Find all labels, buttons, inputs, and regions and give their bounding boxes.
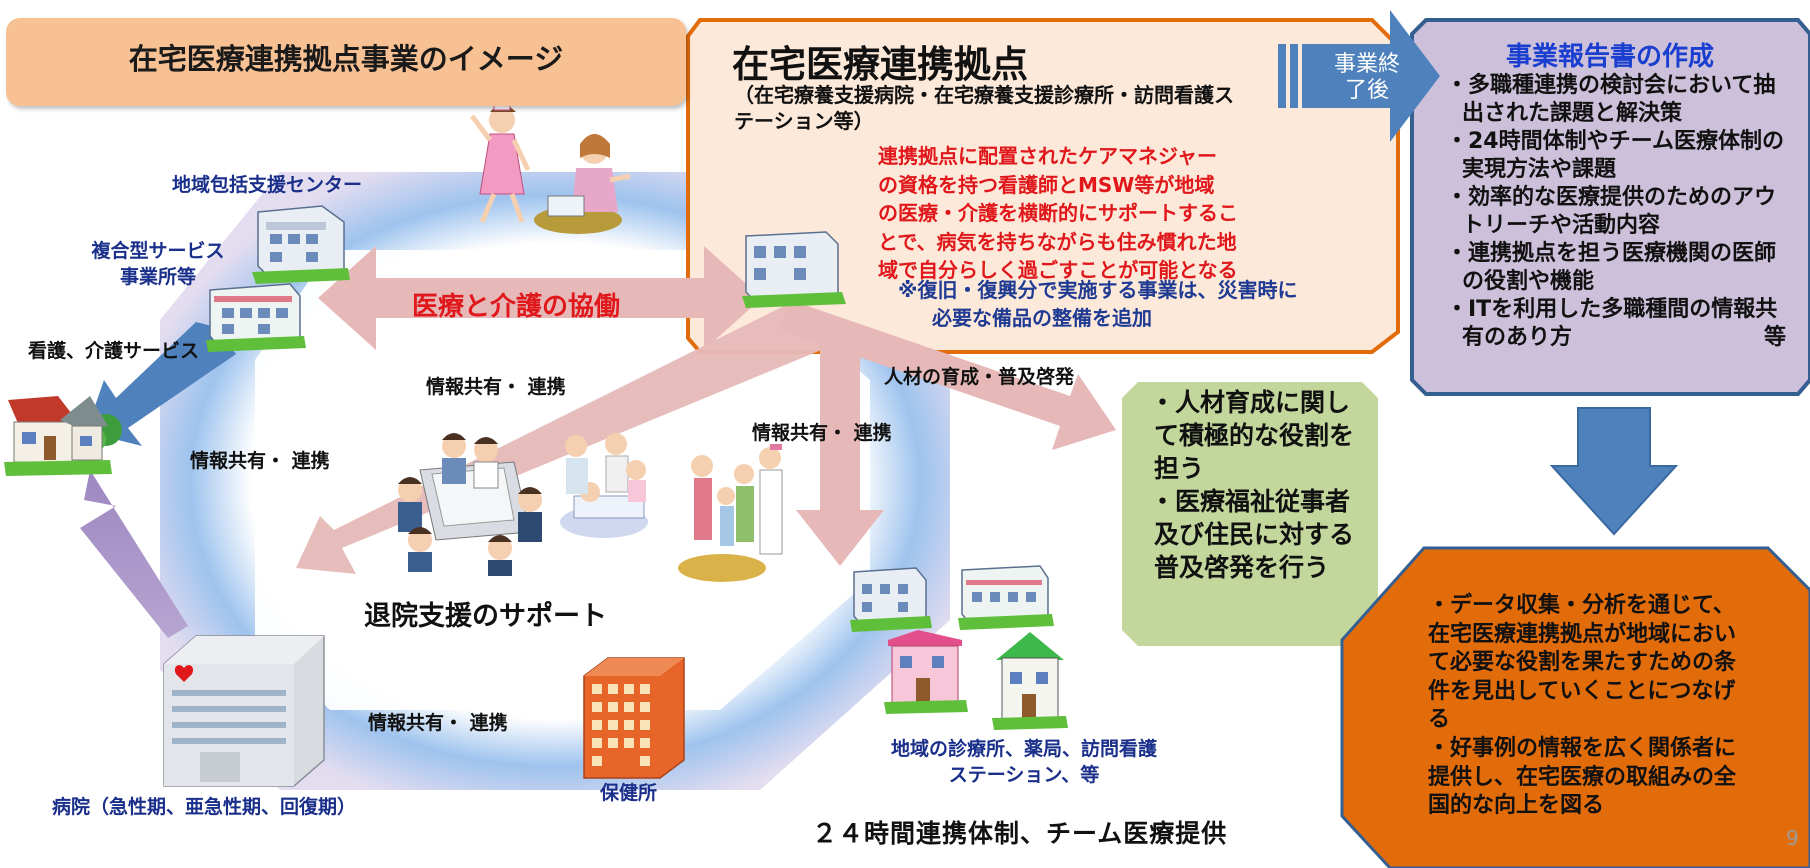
hub-box	[686, 18, 1400, 354]
info-share-left-label: 情報共有・ 連携	[190, 450, 330, 472]
training-item: ・医療福祉従事者及び住民に対する普及啓発を行う	[1150, 487, 1355, 582]
hub-note: ※復旧・復興分で実施する事業は、災害時に 必要な備品の整備を追加	[898, 276, 1358, 332]
hub-subtitle: （在宅療養支援病院・在宅療養支援診療所・訪問看護ス テーション等）	[734, 82, 1274, 134]
hub-description-line: とで、病気を持ちながらも住み慣れた地	[878, 229, 1237, 254]
local-clinics-line: 地域の診療所、薬局、訪問看護	[890, 738, 1157, 760]
hospital-building	[163, 635, 325, 787]
health-center-label: 保健所	[600, 782, 658, 804]
training-label: 人材の育成・普及啓発	[884, 366, 1075, 388]
local-clinics-label: 地域の診療所、薬局、訪問看護 ステーション、等	[864, 736, 1184, 788]
nurse-figure	[470, 103, 531, 223]
outcome-item: ・好事例の情報を広く関係者に提供し、在宅医療の取組みの全国的な向上を図る	[1428, 735, 1737, 819]
community-center-label: 地域包括支援センター	[172, 174, 363, 196]
health-center-building	[583, 657, 685, 779]
community-center-building	[252, 205, 350, 284]
report-box	[1410, 18, 1810, 396]
hub-subtitle-line: テーション等）	[734, 109, 874, 133]
down-arrow	[1549, 407, 1679, 536]
complex-service-building	[206, 283, 306, 352]
hub-note-line: 必要な備品の整備を追加	[932, 306, 1152, 330]
after-project-line: 了後	[1344, 78, 1389, 103]
bottom-caption: ２４時間連携体制、チーム医療提供	[812, 819, 1228, 848]
nursing-arrow	[86, 322, 236, 446]
page-title: 在宅医療連携拠点事業のイメージ	[128, 42, 564, 76]
hub-description-line: の医療・介護を横断的にサポートするこ	[878, 201, 1238, 225]
discharge-support-label: 退院支援のサポート	[364, 601, 607, 632]
outcome-list: ・データ収集・分析を通じて、在宅医療連携拠点が地域において必要な役割を果たすため…	[1428, 592, 1748, 821]
family-doctor-figure	[678, 444, 783, 582]
hub-note-line: ※復旧・復興分で実施する事業は、災害時に	[898, 278, 1298, 302]
info-arrow-down	[796, 330, 884, 566]
page-number: 9	[1786, 826, 1799, 850]
training-box	[1122, 382, 1378, 646]
collaboration-label: 医療と介護の協働	[412, 292, 621, 322]
office-worker-figure	[534, 134, 631, 234]
hub-description-line: 域で自分らしく過ごすことが可能となる	[878, 258, 1238, 282]
info-share-right-label: 情報共有・ 連携	[752, 422, 892, 444]
info-share-bottom-label: 情報共有・ 連携	[368, 712, 508, 734]
report-item: ・効率的な医療提供のためのアウトリーチや活動内容	[1446, 185, 1777, 238]
hospital-label: 病院（急性期、亜急性期、回復期）	[52, 796, 357, 818]
report-item: ・ITを利用した多職種間の情報共有のあり方	[1446, 297, 1778, 350]
after-project-line: 事業終	[1333, 52, 1400, 77]
training-arrow	[780, 300, 1116, 450]
after-project-arrow	[1278, 10, 1440, 142]
after-project-label: 事業終 了後	[1312, 52, 1422, 104]
discharge-arrow	[80, 470, 188, 638]
report-item: ・連携拠点を担う医療機関の医師の役割や機能	[1446, 241, 1777, 294]
hub-description-line: の資格を持つ看護師とMSW等が地域	[878, 172, 1215, 197]
info-share-upper-label: 情報共有・ 連携	[426, 376, 566, 398]
meeting-group-figure	[398, 433, 542, 576]
report-tail: 等	[1763, 325, 1786, 350]
complex-service-label: 複合型サービス 事業所等	[88, 238, 228, 290]
report-item: ・多職種連携の検討会において抽出された課題と解決策	[1446, 73, 1776, 126]
complex-service-line: 事業所等	[119, 266, 196, 288]
local-clinics-line: ステーション、等	[948, 764, 1100, 786]
training-list: ・人材育成に関して積極的な役割を担う ・医療福祉従事者及び住民に対する普及啓発を…	[1150, 386, 1360, 584]
report-title: 事業報告書の作成	[1505, 42, 1714, 72]
report-item: ・24時間体制やチーム医療体制の実現方法や課題	[1446, 129, 1784, 182]
hub-subtitle-line: （在宅療養支援病院・在宅療養支援診療所・訪問看護ス	[734, 83, 1234, 107]
title-box	[6, 18, 686, 106]
outcome-box	[1340, 546, 1810, 868]
training-item: ・人材育成に関して積極的な役割を担う	[1150, 388, 1355, 483]
hub-title: 在宅医療連携拠点	[732, 43, 1028, 86]
complex-service-line: 複合型サービス	[91, 240, 225, 262]
hub-description: 連携拠点に配置されたケアマネジャー の資格を持つ看護師とMSW等が地域 の医療・…	[878, 142, 1258, 285]
outcome-item: ・データ収集・分析を通じて、在宅医療連携拠点が地域において必要な役割を果たすため…	[1428, 593, 1737, 733]
hub-building	[742, 231, 846, 308]
patient-care-figure	[560, 433, 648, 538]
hub-description-line: 連携拠点に配置されたケアマネジャー	[878, 144, 1217, 168]
nursing-service-label: 看護、介護サービス	[28, 340, 200, 362]
local-clinics-group	[850, 565, 1068, 730]
collaboration-arrow	[318, 246, 762, 350]
home-house	[4, 396, 122, 476]
report-list: ・多職種連携の検討会において抽出された課題と解決策 ・24時間体制やチーム医療体…	[1446, 72, 1786, 352]
